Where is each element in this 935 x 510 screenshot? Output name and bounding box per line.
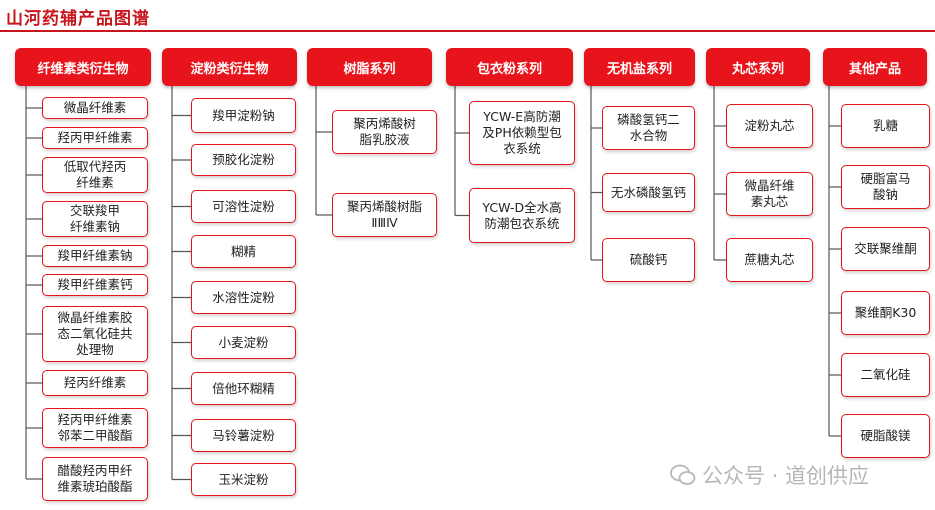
title-divider	[0, 30, 935, 32]
product-item: 微晶纤维 素丸芯	[726, 172, 813, 216]
product-item: 马铃薯淀粉	[191, 419, 296, 452]
product-item: 微晶纤维素胶 态二氧化硅共 处理物	[42, 306, 148, 362]
product-item: 淀粉丸芯	[726, 104, 813, 148]
watermark-text: 公众号 · 道创供应	[702, 464, 870, 488]
category-header: 纤维素类衍生物	[15, 48, 151, 86]
category-header: 树脂系列	[307, 48, 432, 86]
category-header: 无机盐系列	[584, 48, 695, 86]
product-item: 水溶性淀粉	[191, 281, 296, 314]
product-item: 倍他环糊精	[191, 372, 296, 405]
product-item: 醋酸羟丙甲纤 维素琥珀酸酯	[42, 457, 148, 501]
product-item: 蔗糖丸芯	[726, 238, 813, 282]
product-item: 微晶纤维素	[42, 97, 148, 119]
product-item: 硬脂富马 酸钠	[841, 165, 930, 209]
category-header: 包衣粉系列	[446, 48, 573, 86]
page-title: 山河药辅产品图谱	[6, 9, 150, 29]
product-item: 羟丙甲纤维素 邻苯二甲酸酯	[42, 408, 148, 448]
product-item: 羧甲淀粉钠	[191, 98, 296, 133]
category-header: 其他产品	[823, 48, 927, 86]
watermark: 公众号 · 道创供应	[670, 460, 869, 490]
product-item: 羟丙纤维素	[42, 370, 148, 396]
product-item: 羟丙甲纤维素	[42, 127, 148, 149]
product-item: 羧甲纤维素钙	[42, 274, 148, 296]
product-item: 聚丙烯酸树脂 ⅡⅢⅣ	[332, 193, 437, 237]
product-item: 小麦淀粉	[191, 326, 296, 359]
product-item: 低取代羟丙 纤维素	[42, 157, 148, 193]
product-item: 二氧化硅	[841, 353, 930, 397]
product-item: 糊精	[191, 235, 296, 268]
product-item: 聚维酮K30	[841, 291, 930, 335]
product-item: 磷酸氢钙二 水合物	[602, 106, 695, 150]
product-item: 无水磷酸氢钙	[602, 173, 695, 212]
product-item: 玉米淀粉	[191, 463, 296, 496]
product-item: 交联聚维酮	[841, 227, 930, 271]
product-item: YCW-D全水高 防潮包衣系统	[469, 188, 575, 243]
product-item: 羧甲纤维素钠	[42, 245, 148, 267]
product-item: YCW-E高防潮 及PH依赖型包 衣系统	[469, 101, 575, 165]
category-header: 丸芯系列	[706, 48, 810, 86]
wechat-icon	[670, 464, 696, 486]
product-item: 聚丙烯酸树 脂乳胶液	[332, 110, 437, 154]
product-item: 可溶性淀粉	[191, 190, 296, 223]
category-header: 淀粉类衍生物	[162, 48, 297, 86]
product-item: 交联羧甲 纤维素钠	[42, 201, 148, 237]
product-item: 预胶化淀粉	[191, 144, 296, 176]
product-item: 乳糖	[841, 104, 930, 148]
product-item: 硫酸钙	[602, 238, 695, 282]
product-item: 硬脂酸镁	[841, 414, 930, 458]
